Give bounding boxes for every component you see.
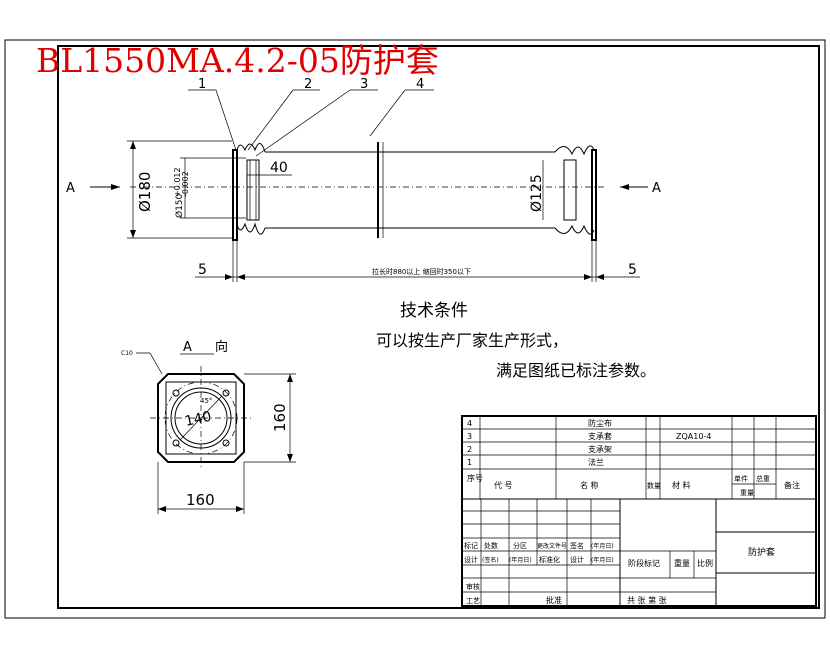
flange-outline [157, 373, 245, 463]
tb-process: 工艺 [466, 597, 480, 605]
gap-left: 5 [198, 262, 207, 278]
tb-weight: 重量 [674, 558, 690, 568]
callout-1-leader [215, 89, 237, 151]
dim-180: Ø180 [136, 172, 154, 212]
callout-3: 3 [360, 77, 368, 92]
tb-review: 审核 [466, 582, 480, 591]
view-a: A 向 C10 140 45° 160 160 [121, 339, 296, 514]
dim-160-h: 160 [186, 491, 215, 509]
callout-4: 4 [416, 77, 424, 92]
view-arrow-right-label: A [652, 181, 661, 196]
callout-3-leader [255, 89, 351, 157]
tech-line-1: 可以按生产厂家生产形式， [376, 331, 568, 350]
tb-part-name: 防护套 [748, 546, 775, 558]
left-bellows-bottom [236, 222, 266, 235]
callout-2: 2 [304, 77, 312, 92]
header-unit: 单件 [734, 474, 748, 483]
bolt-hole-4 [222, 439, 230, 447]
tb-sheets: 共 张 第 张 [627, 595, 667, 605]
dim-150-tol-upper: +0.012 [173, 167, 182, 197]
parts-row-name: 法兰 [588, 457, 604, 467]
dim-150: Ø150 [174, 193, 185, 218]
bolt-hole-2 [222, 389, 230, 397]
view-arrow-left-head [111, 184, 120, 190]
tb-r2-1: (签名) [482, 556, 499, 564]
parts-row-code: ZQA10-4 [676, 432, 711, 441]
header-note: 备注 [784, 480, 800, 490]
gap-right: 5 [628, 262, 637, 278]
right-support-ring [563, 159, 577, 221]
header-qty: 数量 [647, 481, 661, 490]
tb-r1-2: 分区 [513, 541, 527, 550]
tb-r2-3: 标准化 [539, 555, 560, 564]
tb-r2-0: 设计 [464, 555, 478, 564]
header-code: 代 号 [494, 480, 513, 490]
header-total: 总重 [756, 474, 770, 483]
header-no: 序号 [467, 473, 483, 483]
view-a-label: A [183, 340, 192, 355]
outer-frame [4, 39, 826, 619]
right-bellows-bottom [554, 224, 595, 235]
tb-r1-0: 标记 [464, 541, 478, 550]
tech-line-2: 满足图纸已标注参数。 [496, 361, 656, 380]
callout-1: 1 [198, 77, 206, 92]
parts-row-no: 1 [467, 458, 472, 467]
tb-stage: 阶段标记 [628, 558, 660, 568]
parts-table: 4 防尘布 3 支承套 ZQA10-4 2 支承架 1 法兰 序号 代 号 名 … [461, 415, 817, 607]
left-bellows-top [236, 143, 266, 153]
tb-r2-5: (年月日) [591, 556, 614, 564]
view-a-label-suffix: 向 [215, 339, 228, 355]
parts-row-no: 3 [467, 432, 472, 441]
parts-row-name: 支承套 [588, 431, 612, 441]
tb-r1-4: 签名 [570, 541, 584, 550]
callout-2-leader [247, 89, 294, 151]
left-flange [232, 149, 238, 241]
parts-row-name: 防尘布 [588, 418, 612, 428]
corner-leader [136, 352, 163, 375]
header-material: 材 料 [672, 480, 691, 490]
tb-r1-3: 更改文件号 [537, 542, 567, 550]
tb-approve: 批准 [546, 595, 562, 605]
view-arrow-right-head [620, 184, 629, 190]
parts-row-name: 支承架 [588, 444, 612, 454]
bolt-hole-3 [172, 439, 180, 447]
tb-scale: 比例 [697, 558, 713, 568]
view-arrow-left-label: A [66, 181, 75, 196]
dim-160-v: 160 [271, 403, 289, 432]
bolt-hole-1 [172, 389, 180, 397]
callout-4-leader [369, 89, 406, 137]
dim-140: 140 [184, 409, 213, 430]
tb-r1-5: (年月日) [591, 542, 614, 550]
parts-row-no: 2 [467, 445, 472, 454]
tb-r1-1: 处数 [484, 541, 498, 550]
view-a-diag [179, 395, 223, 441]
tb-r2-2: (年月日) [509, 556, 532, 564]
tb-r2-4: 设计 [570, 555, 584, 564]
angle-45: 45° [200, 397, 212, 405]
inner-frame [57, 45, 820, 609]
main-view: Ø180 Ø150 +0.012 -0.002 40 Ø125 A A 1 2 … [66, 77, 661, 282]
header-name: 名 称 [580, 480, 599, 490]
right-bellows-top [554, 145, 595, 156]
sleeve-body [265, 151, 555, 229]
dim-150-tol-lower: -0.002 [181, 171, 190, 197]
corner-chamfer: C10 [121, 350, 133, 357]
left-support-ring [246, 159, 260, 221]
right-flange [591, 149, 597, 241]
header-weight: 重量 [740, 489, 754, 497]
dim-125: Ø125 [529, 174, 545, 212]
length-note: 拉长时880以上 缩回时350以下 [372, 267, 471, 276]
dim-40: 40 [270, 160, 288, 176]
drawing-title: BL1550MA.4.2-05防护套 [36, 41, 439, 80]
parts-row-no: 4 [467, 419, 472, 428]
tech-heading: 技术条件 [400, 301, 468, 321]
